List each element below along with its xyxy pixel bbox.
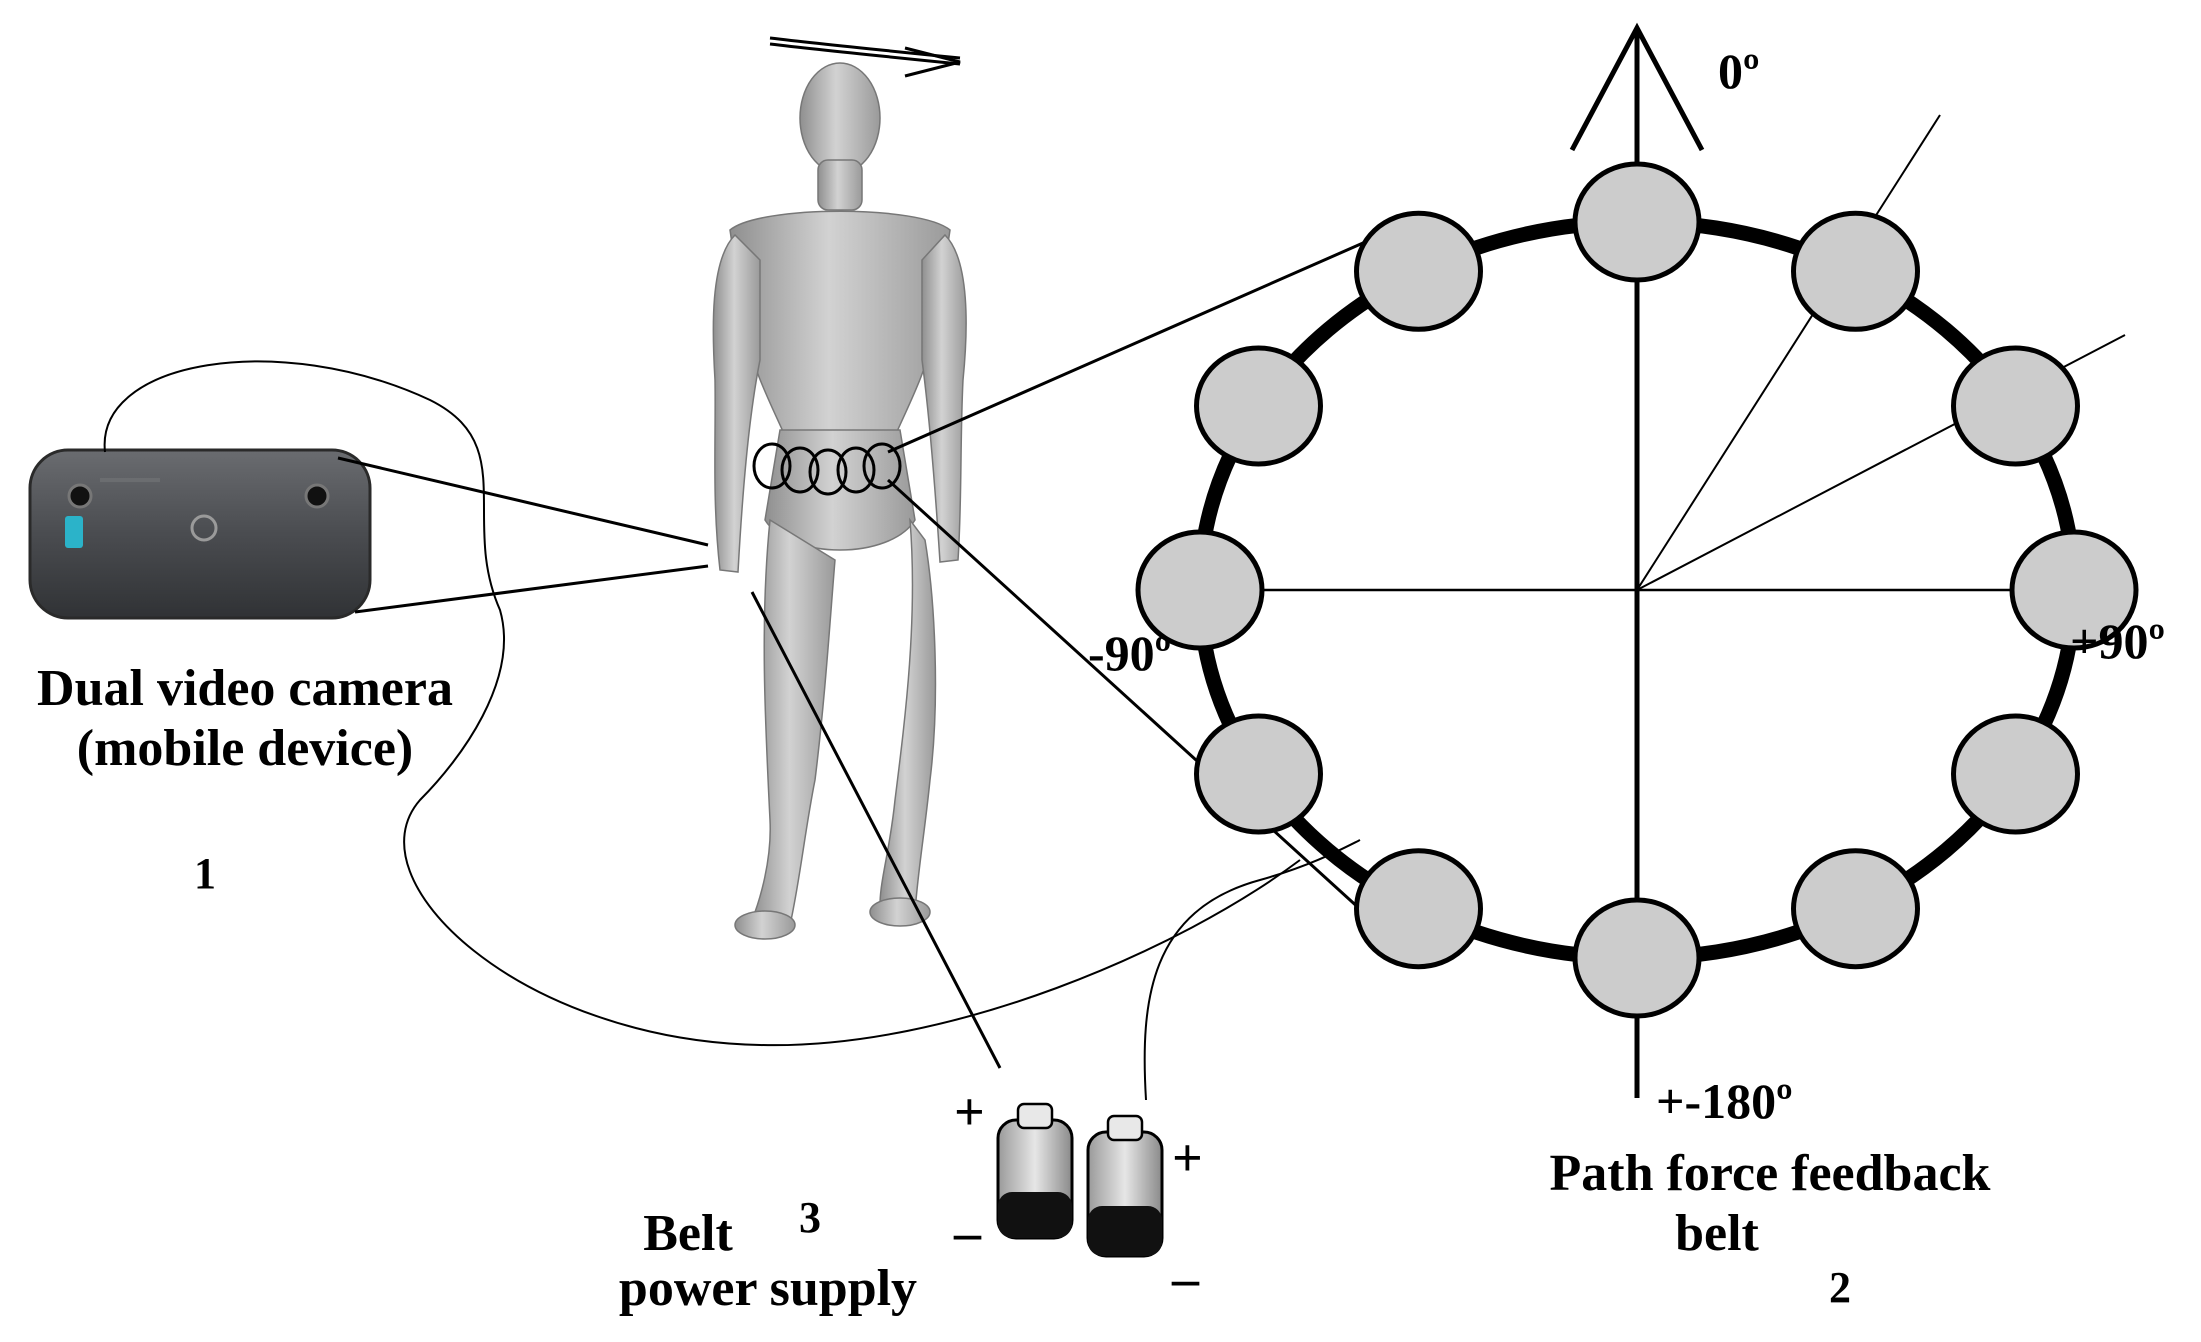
angle-label-left: -90º — [1088, 625, 1171, 681]
belt-label-line1: Path force feedback — [1550, 1145, 1991, 1202]
camera-lens-right-icon — [304, 483, 330, 509]
belt-actuator — [2009, 529, 2139, 651]
belt-actuator — [1951, 713, 2080, 835]
belt-actuator — [1194, 713, 1323, 835]
belt-actuator — [1572, 897, 1702, 1019]
camera-lens-left-icon — [67, 483, 93, 509]
belt-pointer-lines — [886, 230, 1389, 922]
belt-number: 2 — [1829, 1263, 1851, 1312]
power-label-line1: Belt — [643, 1205, 733, 1262]
belt-label-line2: belt — [1675, 1205, 1759, 1262]
power-label-line2: power supply — [619, 1260, 917, 1317]
belt-axis-arrow-icon — [1569, 22, 1705, 152]
battery-right — [1086, 1114, 1164, 1258]
battery-left-minus: – — [953, 1202, 982, 1262]
waist-belt-rings — [752, 442, 902, 496]
camera-led-icon — [65, 516, 83, 548]
belt-actuator — [1135, 529, 1265, 651]
belt-actuator — [1951, 345, 2080, 467]
angle-label-top: 0º — [1718, 43, 1760, 99]
power-number: 3 — [799, 1193, 821, 1242]
belt-actuator — [1194, 345, 1323, 467]
belt-diagonal-line — [1636, 114, 1941, 591]
battery-left-plus: + — [954, 1082, 985, 1142]
battery-left — [996, 1102, 1074, 1240]
belt-actuator — [1791, 210, 1920, 332]
belt-actuator — [1354, 848, 1483, 970]
camera-label-line2: (mobile device) — [77, 720, 413, 777]
belt-actuators — [1135, 161, 2139, 1019]
belt-actuator — [1791, 848, 1920, 970]
dual-video-camera — [28, 448, 372, 620]
battery-right-minus: – — [1171, 1248, 1200, 1308]
rotation-arrow-icon — [769, 36, 961, 78]
belt-actuator — [1572, 161, 1702, 283]
battery-pointer-line — [750, 591, 1002, 1069]
angle-label-right: +90º — [2070, 613, 2165, 669]
camera-label-line1: Dual video camera — [37, 660, 453, 717]
camera-logo-icon — [190, 514, 218, 542]
angle-label-bottom: +-180º — [1656, 1073, 1793, 1129]
belt-actuator — [1354, 210, 1483, 332]
camera-cable — [103, 360, 1301, 1047]
human-figure — [712, 62, 967, 940]
camera-pointer-lines — [337, 456, 709, 614]
battery-right-plus: + — [1172, 1128, 1203, 1188]
camera-number: 1 — [194, 849, 216, 898]
belt-diagram — [1135, 22, 2139, 1098]
